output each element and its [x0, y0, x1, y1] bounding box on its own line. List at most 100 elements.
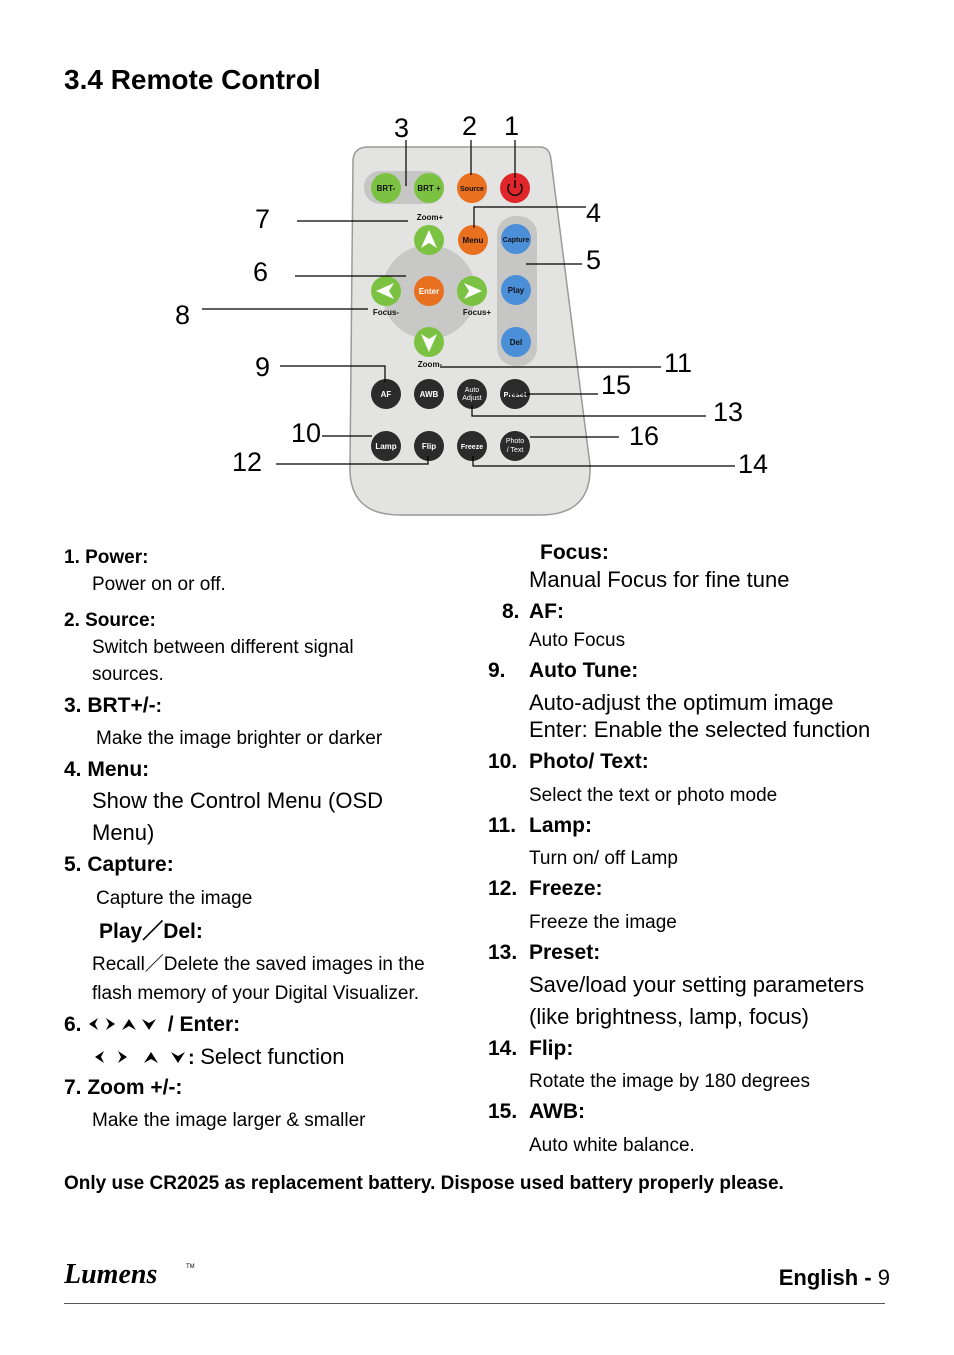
item-7-desc: Make the image larger & smaller — [92, 1110, 366, 1131]
source-label: Source — [460, 186, 484, 193]
focus-plus-label: Focus+ — [463, 308, 492, 317]
del-label: Del — [510, 338, 522, 347]
item-6-heading: 6. / Enter: — [64, 1013, 240, 1037]
logo-trademark: TM — [186, 1264, 195, 1270]
item-5b-desc-1: Recall／Delete the saved images in the — [92, 954, 425, 975]
item-3-heading-colon: : — [155, 696, 162, 717]
item-15-number: 15. — [488, 1100, 518, 1123]
item-10-number: 10. — [488, 750, 518, 773]
item-3-heading: 3. BRT+/-: — [64, 694, 162, 718]
item-1-heading: 1. Power: — [64, 547, 149, 568]
callout-11: 11 — [664, 348, 692, 378]
callout-15: 15 — [601, 370, 631, 400]
item-11-number: 11. — [488, 814, 517, 837]
focus-desc: Manual Focus for fine tune — [529, 567, 790, 592]
item-3-desc: Make the image brighter or darker — [96, 728, 383, 749]
callout-3: 3 — [394, 113, 409, 143]
item-6-desc-text: Select function — [200, 1044, 345, 1069]
arrow-left-icon — [376, 283, 394, 299]
callout-2: 2 — [462, 111, 477, 141]
footer-rule — [64, 1303, 885, 1304]
arrow-down-icon — [421, 334, 437, 352]
auto-adjust-button[interactable] — [457, 379, 487, 409]
item-11-desc: Turn on/ off Lamp — [529, 848, 678, 869]
source-button[interactable] — [457, 173, 487, 203]
photo-text-button[interactable] — [500, 431, 530, 461]
arrow-right-icon — [464, 283, 482, 299]
menu-label: Menu — [463, 236, 484, 245]
focus-heading: Focus: — [540, 541, 609, 564]
brt-minus-button[interactable] — [371, 173, 401, 203]
arrow-up-icon — [421, 230, 437, 248]
item-12-heading: Freeze: — [529, 877, 603, 900]
awb-button[interactable] — [414, 379, 444, 409]
item-15-heading: AWB: — [529, 1100, 585, 1123]
power-icon — [507, 180, 523, 197]
footer-language: English — [778, 1265, 859, 1290]
callout-10: 10 — [291, 418, 321, 448]
item-5b-heading: Play／Del: — [99, 920, 203, 943]
callout-lines — [202, 140, 735, 467]
enter-button[interactable] — [414, 276, 444, 306]
freeze-label: Freeze — [461, 444, 483, 451]
item-8-desc: Auto Focus — [529, 630, 626, 651]
item-12-desc: Freeze the image — [529, 912, 677, 933]
callout-12: 12 — [232, 447, 262, 477]
item-10-heading: Photo/ Text: — [529, 750, 649, 773]
flip-button[interactable] — [414, 431, 444, 461]
callout-6: 6 — [253, 257, 268, 287]
lamp-label: Lamp — [375, 442, 396, 451]
item-9-desc-1: Auto-adjust the optimum image — [529, 690, 834, 715]
callout-13: 13 — [713, 397, 743, 427]
item-7-heading: 7. Zoom +/-: — [64, 1076, 183, 1099]
section-title: 3.4 Remote Control — [64, 64, 321, 95]
af-button[interactable] — [371, 379, 401, 409]
item-13-desc-2: (like brightness, lamp, focus) — [529, 1004, 809, 1029]
page-footer: English - 9 — [779, 1265, 890, 1291]
callout-1: 1 — [504, 111, 519, 141]
zoom-plus-label: Zoom+ — [417, 213, 444, 222]
item-8-number: 8. — [502, 600, 520, 623]
callout-7: 7 — [255, 204, 270, 234]
item-10-desc: Select the text or photo mode — [529, 785, 778, 806]
auto-adjust-label-2: Adjust — [462, 395, 482, 402]
callout-16: 16 — [629, 421, 659, 451]
callout-8: 8 — [175, 300, 190, 330]
item-13-desc-1: Save/load your setting parameters — [529, 972, 865, 997]
focus-minus-label: Focus- — [373, 308, 400, 317]
item-1-desc: Power on or off. — [92, 574, 226, 595]
brt-plus-button[interactable] — [414, 173, 444, 203]
awb-label: AWB — [420, 390, 439, 399]
af-label: AF — [381, 390, 392, 399]
zoom-minus-label: Zoom- — [418, 360, 443, 369]
item-6-desc: : Select function — [92, 1044, 345, 1070]
freeze-button[interactable] — [457, 431, 487, 461]
callout-5: 5 — [586, 245, 601, 275]
item-11-heading: Lamp: — [529, 814, 592, 837]
item-5-desc: Capture the image — [96, 888, 253, 909]
item-5-heading: 5. Capture: — [64, 853, 174, 876]
play-button[interactable] — [501, 275, 531, 305]
direction-arrows-spaced-icon — [95, 1051, 185, 1063]
lamp-button[interactable] — [371, 431, 401, 461]
item-3-heading-text: 3. BRT+/- — [64, 694, 156, 717]
item-2-desc-1: Switch between different signal — [92, 637, 354, 658]
logo-wordmark: Lumens — [64, 1259, 157, 1288]
del-button[interactable] — [501, 327, 531, 357]
item-9-heading: Auto Tune: — [529, 659, 639, 682]
item-14-heading: Flip: — [529, 1037, 574, 1060]
callout-9: 9 — [255, 352, 270, 382]
photo-text-label-1: Photo — [506, 438, 524, 445]
item-14-number: 14. — [488, 1037, 518, 1060]
menu-button[interactable] — [458, 225, 488, 255]
callout-4: 4 — [586, 198, 601, 228]
item-6-number: 6. — [64, 1013, 82, 1036]
item-4-desc-1: Show the Control Menu (OSD — [92, 788, 384, 813]
item-12-number: 12. — [488, 877, 518, 900]
brt-minus-label: BRT- — [377, 184, 396, 193]
capture-label: Capture — [503, 237, 530, 244]
battery-note: Only use CR2025 as replacement battery. … — [64, 1173, 784, 1194]
item-2-desc-2: sources. — [92, 664, 164, 685]
brt-plus-label: BRT + — [417, 184, 441, 193]
capture-button[interactable] — [501, 224, 531, 254]
